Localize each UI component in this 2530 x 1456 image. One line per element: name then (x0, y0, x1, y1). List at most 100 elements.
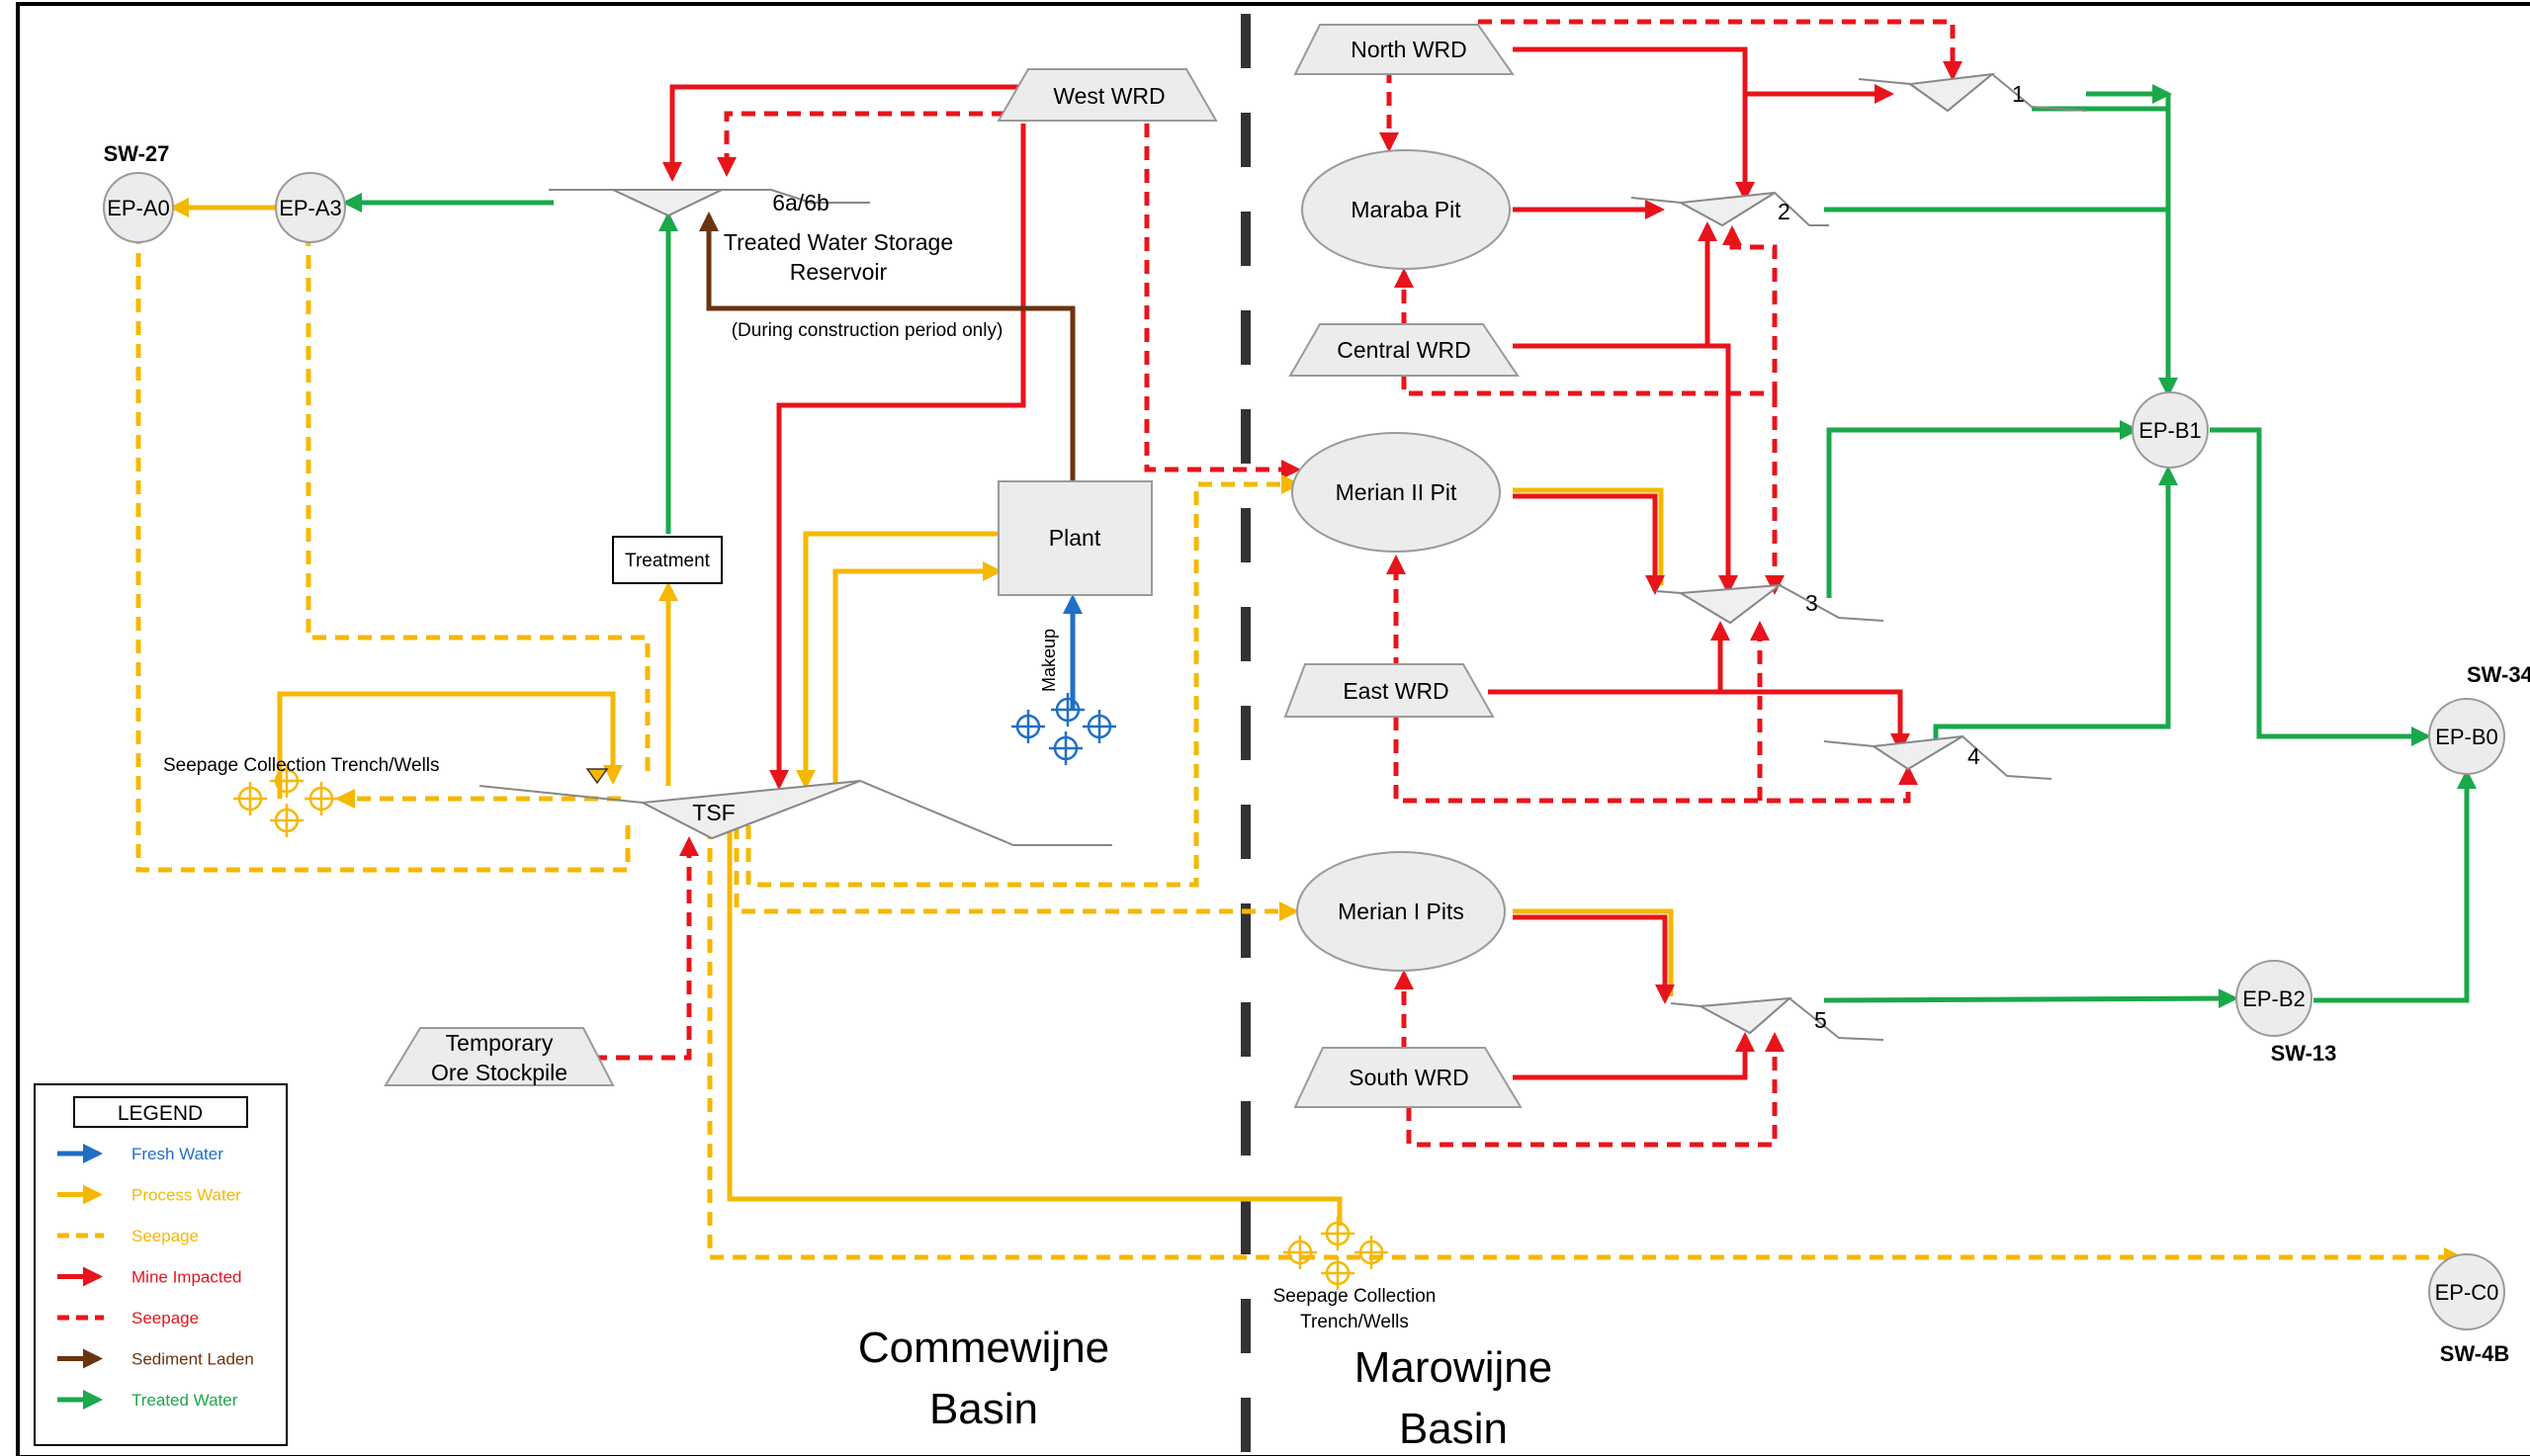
ep-c0-node (2428, 1253, 2505, 1330)
pond-3 (1655, 583, 1884, 625)
ep-b2-node (2235, 960, 2312, 1037)
flow-ep-b1-to-ep-b0 (2210, 427, 2431, 746)
sw27-label: SW-27 (104, 141, 170, 166)
flow-merian2-to-pond3-red (1513, 493, 1665, 595)
flow-central-wrd-to-pond2 (1513, 221, 1717, 349)
flow-merian1-to-pond5-red (1513, 914, 1675, 1004)
pond1-label: 1 (2012, 81, 2025, 107)
construction-note: (During construction period only) (732, 320, 1003, 341)
seep-west-wrd-to-reservoir (717, 111, 1028, 177)
inverted-triangles (585, 768, 609, 785)
pond2-label: 2 (1778, 199, 1790, 224)
ep-a3-node (275, 172, 346, 243)
ep-b0-node (2428, 698, 2505, 775)
seep-east-wrd-loop (1393, 717, 1918, 804)
ep-b1-node (2132, 391, 2209, 469)
treatment-node (612, 536, 723, 584)
connectors (129, 19, 2477, 1267)
maraba-pit-node (1301, 149, 1511, 270)
pond-2 (1630, 191, 1829, 227)
makeup-label: Makeup (1039, 629, 1059, 692)
legend-label: Treated Water (131, 1391, 238, 1410)
flow-pond4-to-ep-b1 (1933, 466, 2178, 751)
pond-1 (1858, 72, 2087, 113)
reservoir-label-1: Treated Water Storage (724, 229, 953, 255)
temp-ore-stockpile-node (384, 1027, 615, 1086)
reservoir-pond (549, 189, 870, 217)
ep-a0-node (103, 172, 174, 243)
seep-ore-stockpile-to-tsf (593, 836, 699, 1061)
merian1-label: Merian I Pits (1338, 899, 1464, 924)
flow-east-wrd-to-pond3 (1488, 621, 1730, 695)
sw34-label: SW-34 (2467, 662, 2530, 687)
flow-pond5-to-ep-b2 (1823, 988, 2238, 1009)
legend-label: Seepage (131, 1227, 199, 1245)
east-wrd-node (1283, 663, 1495, 718)
legend-box (34, 1083, 288, 1446)
ep-b0-label: EP-B0 (2435, 725, 2498, 749)
central-wrd-node (1288, 323, 1520, 377)
flow-plant-to-tsf (796, 531, 999, 790)
ponds (479, 72, 2087, 1041)
flow-ep-b2-to-ep-b0 (2313, 769, 2477, 1003)
flow-central-wrd-to-pond3 (1707, 343, 1738, 595)
pond5-label: 5 (1814, 1007, 1827, 1033)
west-wrd-node (997, 68, 1218, 122)
tsf-pond (479, 779, 1112, 846)
ep-b1-label: EP-B1 (2138, 418, 2202, 443)
seep-tsf-to-ep-c0 (707, 825, 2464, 1267)
ep-b2-label: EP-B2 (2242, 986, 2306, 1011)
flow-plant-sediment-to-reservoir (699, 212, 1076, 484)
seep-west-wrd-to-merian2 (1144, 124, 1301, 479)
reservoir-id-label: 6a/6b (772, 190, 829, 215)
diagram-frame (16, 2, 2530, 1456)
seep-tsf-to-merian2 (745, 474, 1301, 888)
right-basin-label-1: Marowijne (1354, 1343, 1553, 1392)
flow-pond3-to-ep-b1 (1826, 420, 2139, 598)
south-wrd-node (1293, 1047, 1523, 1108)
seep-central-wrd-to-pond2 (1401, 225, 1778, 396)
legend-title-box (73, 1096, 248, 1128)
legend-label: Seepage (131, 1309, 199, 1328)
flow-merian2-to-pond3 (1513, 487, 1664, 585)
pond-4 (1823, 734, 2052, 780)
nodes (103, 24, 2505, 1330)
legend-title: LEGEND (118, 1102, 203, 1125)
seepage-bottom-label-2: Trench/Wells (1300, 1312, 1409, 1332)
flow-tsf-to-plant (832, 561, 1003, 786)
temp-ore-label-2: Ore Stockpile (431, 1060, 567, 1085)
central-wrd-label: Central WRD (1337, 337, 1470, 363)
legend-label: Fresh Water (131, 1145, 223, 1163)
flow-east-wrd-to-pond4 (1720, 689, 1910, 753)
legend-label: Mine Impacted (131, 1268, 242, 1287)
pond4-label: 4 (1967, 743, 1980, 769)
ep-c0-label: EP-C0 (2435, 1280, 2499, 1305)
left-basin-label-1: Commewijne (858, 1324, 1109, 1372)
sw13-label: SW-13 (2271, 1041, 2337, 1066)
flow-west-wrd-to-reservoir (662, 84, 1028, 182)
merian1-pit-node (1296, 851, 1506, 972)
flow-seepage-trench-to-tsf (277, 691, 623, 799)
wells (233, 693, 1388, 1290)
east-wrd-label: East WRD (1343, 678, 1448, 704)
ep-a3-label: EP-A3 (279, 196, 342, 220)
left-seepage-wells-icon (233, 764, 338, 837)
bottom-seepage-wells-icon (1283, 1217, 1388, 1290)
south-wrd-label: South WRD (1349, 1065, 1468, 1090)
seep-to-ep-a3 (299, 218, 651, 771)
reservoir-label-2: Reservoir (790, 259, 888, 285)
seepage-left-label: Seepage Collection Trench/Wells (163, 755, 440, 776)
labels: EP-A0 EP-A3 EP-B1 EP-B0 EP-B2 EP-C0 SW-2… (104, 37, 2530, 1453)
tsf-marker-icon (585, 768, 609, 785)
merian2-label: Merian II Pit (1336, 479, 1457, 505)
north-wrd-node (1293, 24, 1515, 75)
flow-west-wrd-to-tsf (769, 124, 1026, 790)
seep-south-wrd-to-pond5 (1406, 1032, 1785, 1148)
merian2-pit-node (1291, 432, 1501, 553)
pond3-label: 3 (1805, 590, 1818, 616)
tsf-label: TSF (692, 800, 735, 825)
west-wrd-label: West WRD (1053, 83, 1165, 109)
right-basin-label-2: Basin (1399, 1405, 1508, 1453)
